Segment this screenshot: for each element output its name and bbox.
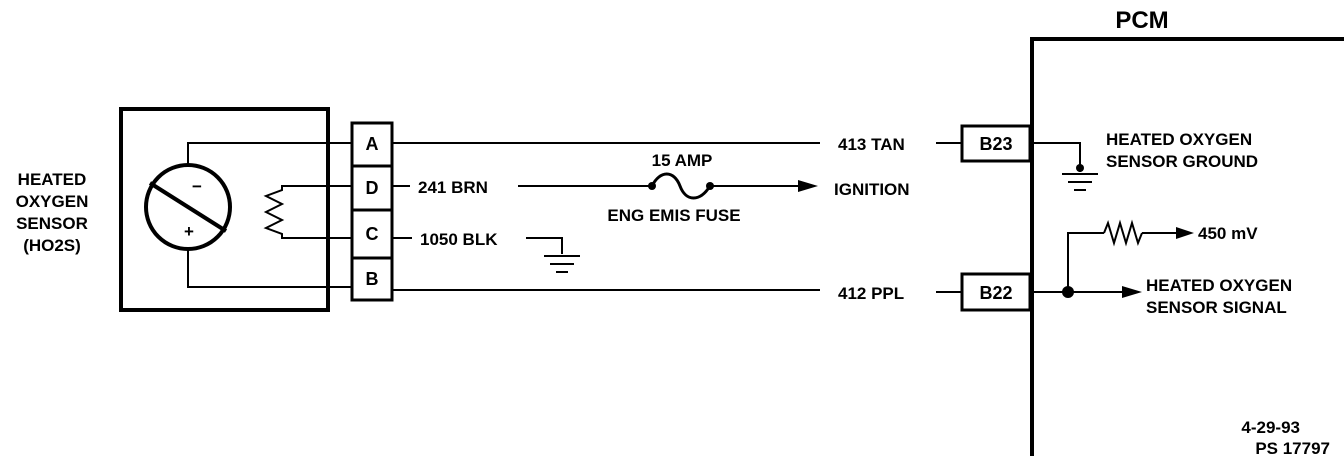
signal-arrow-icon [1122, 286, 1142, 298]
wire-a-label: 413 TAN [838, 135, 905, 154]
sensor-lead-a [187, 142, 352, 165]
ignition-arrow-icon [798, 180, 818, 192]
ground-label-line1: HEATED OXYGEN [1106, 130, 1252, 149]
pin-b23-label: B23 [979, 134, 1012, 154]
fuse-name: ENG EMIS FUSE [607, 206, 740, 225]
resistor-icon [1103, 219, 1143, 247]
signal-label-line1: HEATED OXYGEN [1146, 276, 1292, 295]
ignition-label: IGNITION [834, 180, 910, 199]
fuse-rating: 15 AMP [652, 151, 713, 170]
wire-d-label: 241 BRN [418, 178, 488, 197]
sensor-connector: A D C B [350, 121, 394, 302]
reference-voltage: 450 mV [1198, 224, 1258, 243]
sensor-positive-symbol: + [184, 222, 194, 241]
sensor-negative-symbol: − [192, 177, 202, 196]
wire-b-label: 412 PPL [838, 284, 904, 303]
connector-pin-d: D [366, 178, 379, 198]
sensor-symbol-icon: − + [144, 163, 232, 251]
pin-b22-label: B22 [979, 283, 1012, 303]
pin-b22: B22 [960, 272, 1032, 312]
ground-label-line2: SENSOR GROUND [1106, 152, 1258, 171]
pcm-signal-circuit: 450 mV HEATED OXYGEN SENSOR SIGNAL [1032, 219, 1292, 317]
wire-413-tan: 413 TAN [392, 135, 962, 154]
sensor-lead-b [187, 249, 352, 288]
svg-text:(HO2S): (HO2S) [23, 236, 81, 255]
pcm-ground-circuit: HEATED OXYGEN SENSOR GROUND [1032, 130, 1258, 191]
wire-c-label: 1050 BLK [420, 230, 498, 249]
connector-pin-b: B [366, 269, 379, 289]
pcm-title: PCM [1115, 7, 1168, 34]
footer: 4-29-93 PS 17797 [1241, 418, 1330, 458]
sensor-label: HEATED OXYGEN SENSOR (HO2S) [16, 170, 89, 255]
footer-ref: PS 17797 [1255, 439, 1330, 458]
ground-icon [544, 255, 580, 273]
fuse-icon [648, 172, 714, 200]
wire-241-brn: 241 BRN IGNITION [392, 172, 910, 200]
heater-element-icon [263, 185, 352, 239]
svg-text:HEATED: HEATED [18, 170, 87, 189]
svg-text:OXYGEN: OXYGEN [16, 192, 89, 211]
pcm-module: PCM [1030, 7, 1344, 456]
connector-pin-a: A [366, 134, 379, 154]
connector-pin-c: C [366, 224, 379, 244]
wire-412-ppl: 412 PPL [392, 284, 962, 303]
signal-label-line2: SENSOR SIGNAL [1146, 298, 1287, 317]
sensor-box: − + [119, 107, 352, 312]
wire-1050-blk: 1050 BLK [392, 230, 580, 273]
pin-b23: B23 [960, 124, 1032, 163]
pcm-ground-icon [1062, 173, 1098, 191]
footer-date: 4-29-93 [1241, 418, 1300, 437]
svg-text:SENSOR: SENSOR [16, 214, 88, 233]
reference-arrow-icon [1176, 227, 1194, 239]
